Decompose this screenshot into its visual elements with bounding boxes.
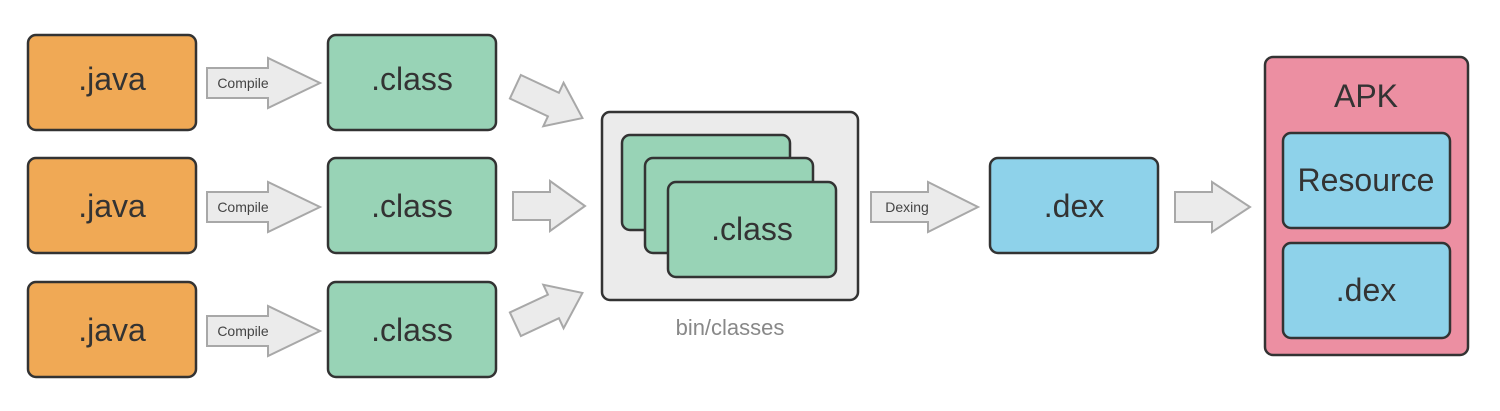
compile-arrow — [206, 56, 323, 110]
java-file-box — [26, 33, 198, 132]
compile-arrow — [206, 304, 323, 358]
class-file-label: .class — [371, 312, 453, 348]
class-stack-card-front — [666, 180, 838, 279]
class-file-label: .class — [371, 188, 453, 224]
class-file-label: .class — [371, 61, 453, 97]
resource-label: Resource — [1298, 162, 1435, 198]
source-row-3: .java Compile .class — [26, 280, 498, 379]
source-row-1: .java Compile .class — [26, 33, 498, 132]
dexing-label: Dexing — [885, 199, 929, 215]
collect-arrow-top — [508, 73, 584, 128]
java-file-box — [26, 280, 198, 379]
package-arrow — [1174, 180, 1252, 234]
dexing-arrow — [870, 180, 981, 234]
bin-classes-caption: bin/classes — [676, 315, 785, 340]
compile-label: Compile — [217, 199, 269, 215]
source-row-2: .java Compile .class — [26, 156, 498, 255]
compile-label: Compile — [217, 323, 269, 339]
apk-title: APK — [1334, 78, 1398, 114]
dex-file-box — [988, 156, 1160, 255]
apk-dex-box — [1281, 241, 1452, 340]
dex-file-label: .dex — [1044, 188, 1104, 224]
apk-group: APK Resource .dex — [1263, 55, 1470, 357]
java-file-box — [26, 156, 198, 255]
java-file-label: .java — [78, 61, 146, 97]
java-file-label: .java — [78, 312, 146, 348]
collect-arrow-middle — [512, 179, 587, 233]
collect-arrow-bottom — [508, 283, 584, 338]
bin-classes-group: .class bin/classes — [600, 110, 860, 340]
class-file-box — [326, 280, 498, 379]
java-file-label: .java — [78, 188, 146, 224]
resource-box — [1281, 131, 1452, 230]
compile-label: Compile — [217, 75, 269, 91]
class-file-box — [326, 156, 498, 255]
compile-arrow — [206, 180, 323, 234]
class-stack-label: .class — [711, 211, 793, 247]
class-file-box — [326, 33, 498, 132]
apk-dex-label: .dex — [1336, 272, 1396, 308]
